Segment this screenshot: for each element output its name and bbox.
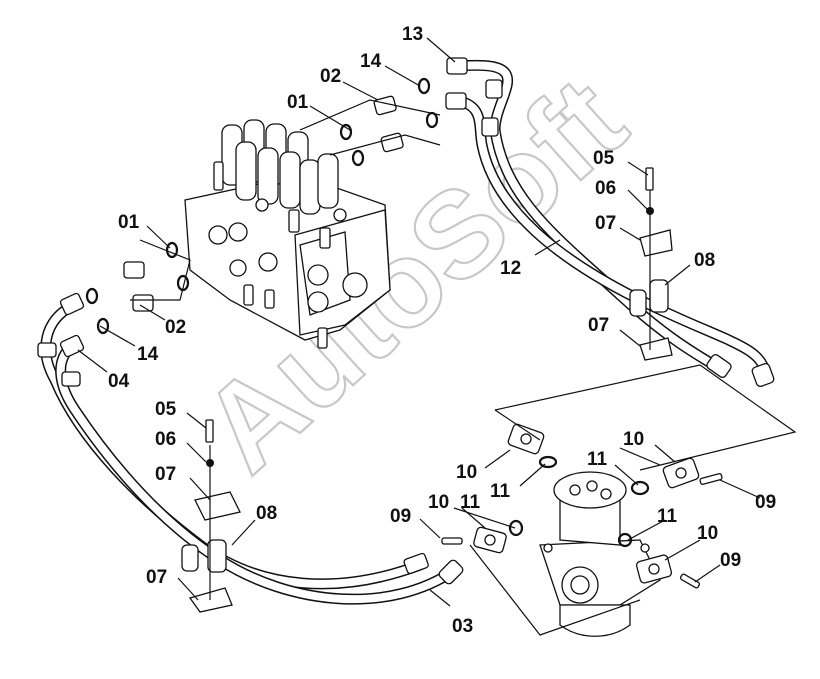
connection-lines bbox=[130, 99, 797, 636]
label-08-left: 08 bbox=[256, 503, 277, 524]
part-labels: 13 14 02 01 01 02 14 04 05 06 07 12 08 0… bbox=[108, 24, 776, 637]
label-11-upper-right: 11 bbox=[587, 449, 608, 470]
label-10-upper-left: 10 bbox=[456, 462, 477, 483]
clamps bbox=[181, 167, 673, 613]
label-09-bottom: 09 bbox=[720, 550, 741, 571]
label-10-upper-right: 10 bbox=[623, 429, 644, 450]
label-05-left: 05 bbox=[155, 399, 177, 420]
label-08-right: 08 bbox=[694, 250, 715, 271]
label-14-top: 14 bbox=[360, 51, 382, 72]
label-11-mid-right: 11 bbox=[657, 506, 678, 527]
swivel-flanges bbox=[441, 423, 723, 589]
label-07-left-top: 07 bbox=[155, 464, 176, 485]
label-09-left: 09 bbox=[390, 506, 411, 527]
label-11-upper-left: 11 bbox=[490, 481, 511, 502]
valve-spool-caps bbox=[221, 119, 339, 215]
label-04: 04 bbox=[108, 371, 130, 392]
leader-lines bbox=[77, 37, 761, 607]
label-07-right-top: 07 bbox=[595, 213, 616, 234]
hose-pair-left bbox=[37, 292, 464, 605]
hose-pair-right bbox=[445, 57, 775, 387]
label-02-top: 02 bbox=[320, 66, 341, 87]
label-05-right: 05 bbox=[593, 148, 615, 169]
label-03: 03 bbox=[452, 616, 473, 637]
label-06-right: 06 bbox=[595, 178, 616, 199]
label-10-mid-left: 10 bbox=[428, 492, 449, 513]
label-11-mid-left: 11 bbox=[460, 492, 481, 513]
swivel-joint bbox=[539, 471, 661, 637]
label-01-left: 01 bbox=[118, 212, 140, 233]
label-06-left: 06 bbox=[155, 429, 176, 450]
label-10-mid-right: 10 bbox=[697, 523, 718, 544]
label-01-top: 01 bbox=[287, 92, 309, 113]
label-13: 13 bbox=[402, 24, 423, 45]
label-09-right: 09 bbox=[755, 492, 776, 513]
label-14-left: 14 bbox=[137, 344, 159, 365]
label-12: 12 bbox=[500, 258, 521, 279]
top-fittings bbox=[339, 77, 439, 167]
label-07-left-bottom: 07 bbox=[146, 567, 167, 588]
label-02-left: 02 bbox=[165, 317, 186, 338]
control-valve-block bbox=[184, 119, 391, 349]
label-07-right-bottom: 07 bbox=[588, 315, 609, 336]
